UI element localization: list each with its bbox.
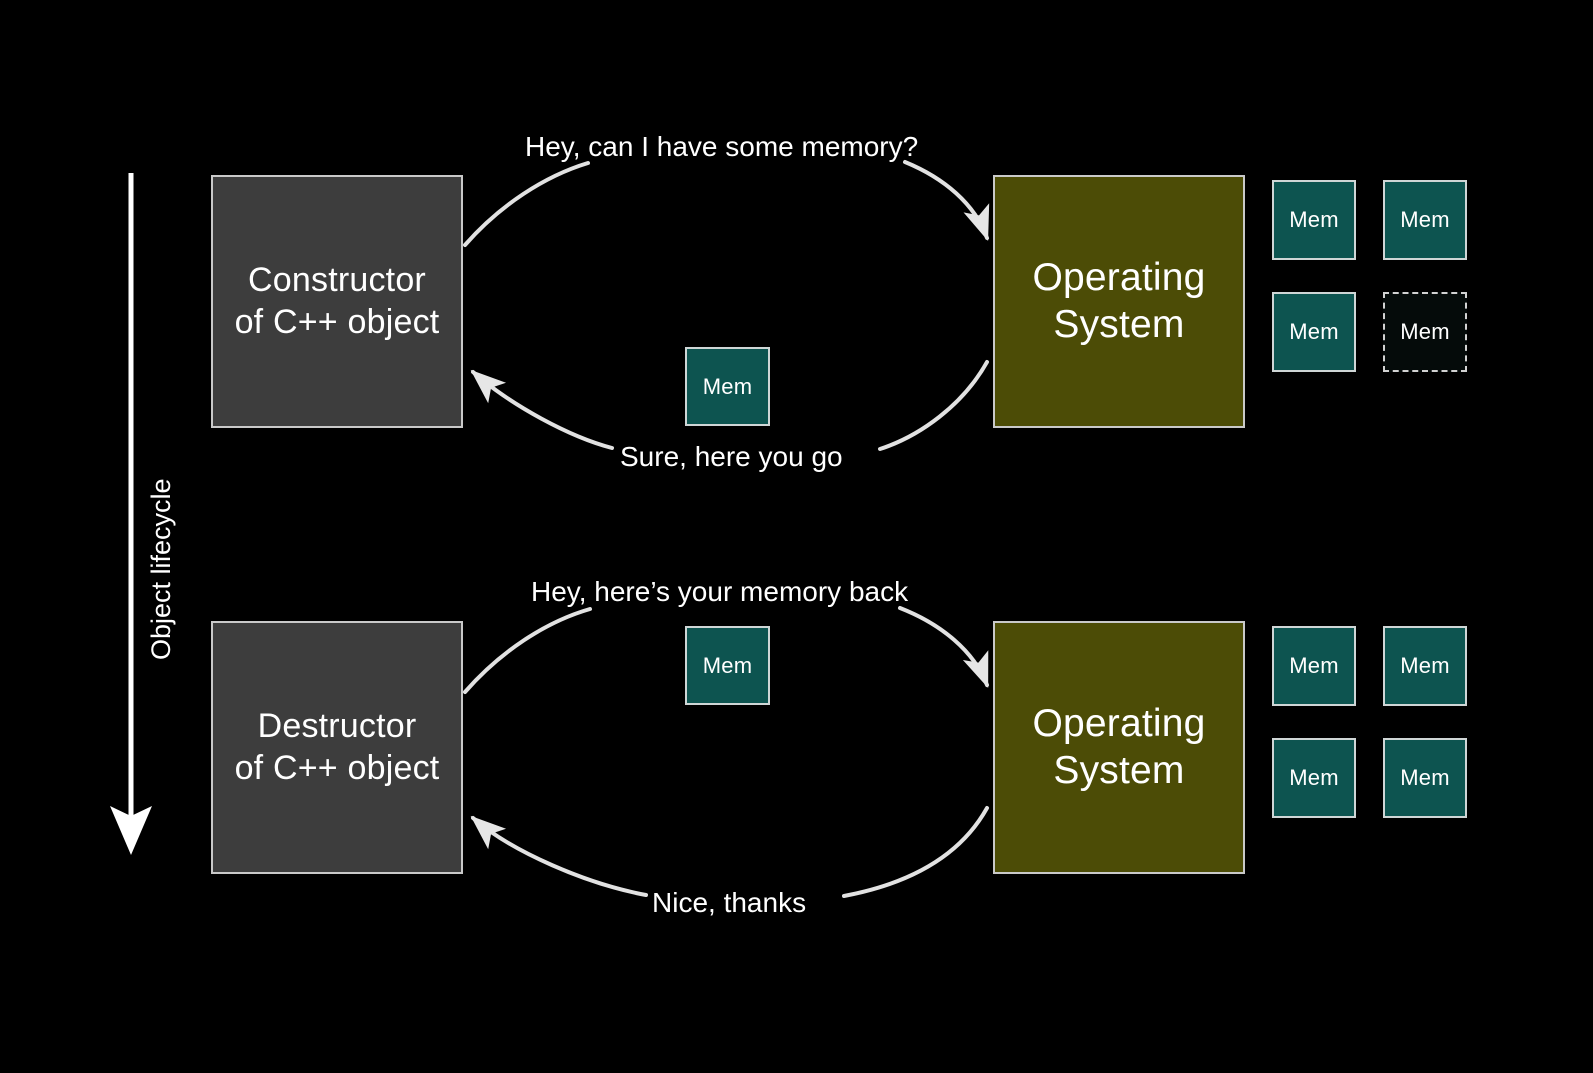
memory-pool-cell-1-destruction[interactable]: Mem	[1272, 626, 1356, 706]
arrow-request-construction	[463, 160, 990, 247]
memory-block-in-transit-construction[interactable]: Mem	[685, 347, 770, 426]
destructor-line-1: Destructor	[257, 707, 417, 746]
memory-pool-cell-4-construction-free[interactable]: Mem	[1383, 292, 1467, 372]
speech-request-destruction: Hey, here’s your memory back	[531, 576, 909, 607]
speech-request-construction: Hey, can I have some memory?	[525, 131, 919, 162]
memory-pool-cell-4-destruction[interactable]: Mem	[1383, 738, 1467, 818]
destructor-box[interactable]: Destructor of C++ object	[211, 621, 463, 874]
memory-pool-cell-1-construction[interactable]: Mem	[1272, 180, 1356, 260]
memory-block-in-transit-destruction[interactable]: Mem	[685, 626, 770, 705]
speech-response-construction: Sure, here you go	[620, 441, 843, 472]
constructor-line-2: of C++ object	[234, 302, 440, 341]
operating-system-box-construction[interactable]: Operating System	[993, 175, 1245, 428]
operating-system-box-destruction[interactable]: Operating System	[993, 621, 1245, 874]
constructor-box-text: Constructor of C++ object	[235, 260, 440, 343]
os-line-1-destruction: Operating	[1032, 701, 1206, 745]
memory-pool-cell-2-destruction[interactable]: Mem	[1383, 626, 1467, 706]
os-line-2-construction: System	[1053, 302, 1185, 346]
object-lifecycle-label: Object lifecycle	[146, 478, 176, 660]
destructor-line-2: of C++ object	[234, 748, 440, 787]
os-box-text-destruction: Operating System	[1032, 701, 1205, 795]
memory-pool-cell-2-construction[interactable]: Mem	[1383, 180, 1467, 260]
constructor-box[interactable]: Constructor of C++ object	[211, 175, 463, 428]
os-line-2-destruction: System	[1053, 748, 1185, 792]
constructor-line-1: Constructor	[248, 261, 426, 300]
speech-response-destruction: Nice, thanks	[652, 887, 807, 918]
os-box-text-construction: Operating System	[1032, 255, 1205, 349]
destructor-box-text: Destructor of C++ object	[235, 706, 440, 789]
os-line-1-construction: Operating	[1032, 255, 1206, 299]
memory-pool-cell-3-destruction[interactable]: Mem	[1272, 738, 1356, 818]
arrow-response-destruction	[470, 806, 989, 898]
memory-pool-cell-3-construction[interactable]: Mem	[1272, 292, 1356, 372]
